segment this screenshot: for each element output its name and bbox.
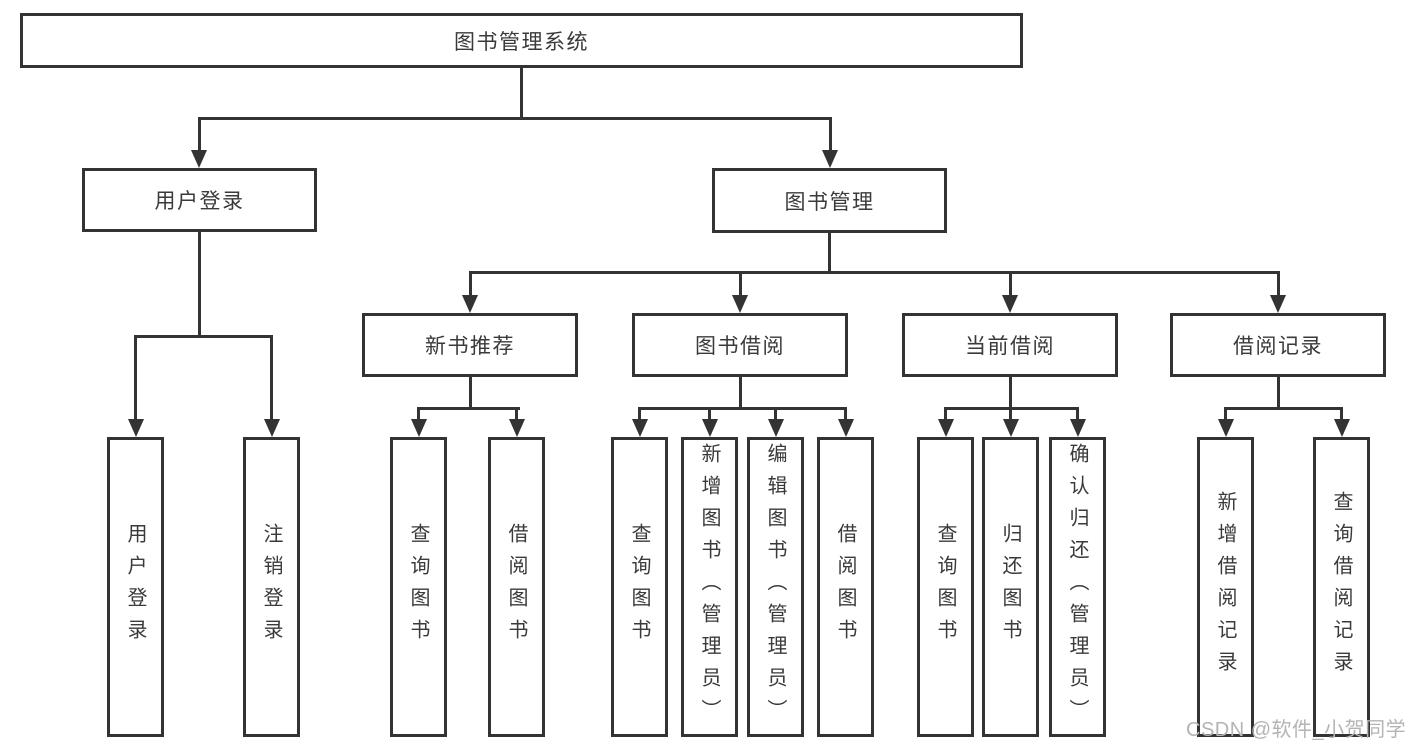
node-label: 确认归还（管理员） xyxy=(1066,443,1088,731)
arrowhead-icon xyxy=(701,419,718,437)
node-user-login: 用户登录 xyxy=(82,168,317,232)
node-label: 查询图书 xyxy=(628,523,650,651)
node-label: 查询图书 xyxy=(407,523,429,651)
connector-line xyxy=(134,335,273,338)
connector-line xyxy=(1276,271,1280,298)
connector-line xyxy=(844,407,847,422)
node-leaf-user-login: 用户登录 xyxy=(107,437,164,737)
connector-line xyxy=(1009,407,1012,422)
arrowhead-icon xyxy=(1333,419,1350,437)
arrowhead-icon xyxy=(263,419,280,437)
node-label: 新增借阅记录 xyxy=(1214,491,1236,683)
node-leaf-add-borrow-record: 新增借阅记录 xyxy=(1197,437,1254,737)
node-label: 编辑图书（管理员） xyxy=(764,443,786,731)
connector-line xyxy=(1224,407,1227,422)
node-label: 图书管理系统 xyxy=(454,30,589,54)
arrowhead-icon xyxy=(837,419,854,437)
arrowhead-icon xyxy=(508,419,525,437)
node-leaf-edit-books-admin: 编辑图书（管理员） xyxy=(747,437,804,737)
node-leaf-query-books-1: 查询图书 xyxy=(390,437,447,737)
connector-line xyxy=(468,271,1280,274)
connector-line xyxy=(134,335,137,421)
connector-line xyxy=(1224,407,1343,410)
node-leaf-add-books-admin: 新增图书（管理员） xyxy=(681,437,738,737)
node-leaf-confirm-return-admin: 确认归还（管理员） xyxy=(1049,437,1106,737)
node-borrowing-records: 借阅记录 xyxy=(1170,313,1386,377)
node-label: 用户登录 xyxy=(154,190,245,213)
node-label: 查询图书 xyxy=(934,523,956,651)
arrowhead-icon xyxy=(1002,419,1019,437)
connector-line xyxy=(638,407,847,410)
connector-line xyxy=(468,377,472,410)
node-label: 新书推荐 xyxy=(425,335,515,358)
connector-line xyxy=(708,407,711,422)
node-leaf-query-books-2: 查询图书 xyxy=(611,437,668,737)
node-label: 查询借阅记录 xyxy=(1330,491,1352,683)
node-book-borrowing: 图书借阅 xyxy=(632,313,848,377)
arrowhead-icon xyxy=(1270,295,1286,313)
node-label: 归还图书 xyxy=(999,523,1021,651)
node-leaf-query-books-3: 查询图书 xyxy=(917,437,974,737)
node-label: 图书借阅 xyxy=(695,335,785,358)
connector-line xyxy=(1076,407,1079,422)
node-label: 新增图书（管理员） xyxy=(698,443,720,731)
node-new-book-recommendation: 新书推荐 xyxy=(362,313,578,377)
connector-line xyxy=(828,117,832,153)
node-current-borrowing: 当前借阅 xyxy=(902,313,1118,377)
arrowhead-icon xyxy=(410,419,427,437)
arrowhead-icon xyxy=(1069,419,1086,437)
arrowhead-icon xyxy=(462,295,478,313)
node-leaf-query-borrow-record: 查询借阅记录 xyxy=(1313,437,1370,737)
arrowhead-icon xyxy=(1217,419,1234,437)
arrowhead-icon xyxy=(127,419,144,437)
connector-line xyxy=(1340,407,1343,422)
connector-line xyxy=(519,68,523,120)
node-label: 用户登录 xyxy=(124,523,146,651)
connector-line xyxy=(828,233,831,274)
connector-line xyxy=(1276,377,1280,410)
connector-line xyxy=(417,407,520,410)
node-leaf-return-books: 归还图书 xyxy=(982,437,1039,737)
node-leaf-borrow-books-2: 借阅图书 xyxy=(817,437,874,737)
connector-line xyxy=(1008,271,1012,298)
connector-line xyxy=(774,407,777,422)
node-label: 借阅图书 xyxy=(505,523,527,651)
connector-line xyxy=(638,407,641,422)
connector-line xyxy=(1008,377,1012,410)
node-label: 借阅记录 xyxy=(1233,335,1323,358)
arrowhead-icon xyxy=(631,419,648,437)
connector-line xyxy=(738,271,742,298)
node-label: 当前借阅 xyxy=(965,335,1055,358)
connector-line xyxy=(270,335,273,421)
connector-line xyxy=(468,271,472,298)
connector-line xyxy=(515,407,518,422)
connector-line xyxy=(944,407,947,422)
node-leaf-borrow-books-1: 借阅图书 xyxy=(488,437,545,737)
node-leaf-logout: 注销登录 xyxy=(243,437,300,737)
node-label: 注销登录 xyxy=(260,523,282,651)
node-book-management: 图书管理 xyxy=(712,168,947,233)
csdn-watermark: CSDN @软件_小贺同学 xyxy=(1186,719,1405,741)
connector-line xyxy=(197,117,201,153)
arrowhead-icon xyxy=(822,150,838,168)
connector-line xyxy=(198,232,201,338)
node-label: 借阅图书 xyxy=(834,523,856,651)
arrowhead-icon xyxy=(1002,295,1018,313)
arrowhead-icon xyxy=(767,419,784,437)
connector-line xyxy=(417,407,420,422)
connector-line xyxy=(738,377,742,410)
arrowhead-icon xyxy=(937,419,954,437)
arrowhead-icon xyxy=(191,150,207,168)
connector-line xyxy=(197,117,832,120)
arrowhead-icon xyxy=(732,295,748,313)
node-label: 图书管理 xyxy=(784,190,875,214)
node-library-management-system: 图书管理系统 xyxy=(20,13,1023,68)
